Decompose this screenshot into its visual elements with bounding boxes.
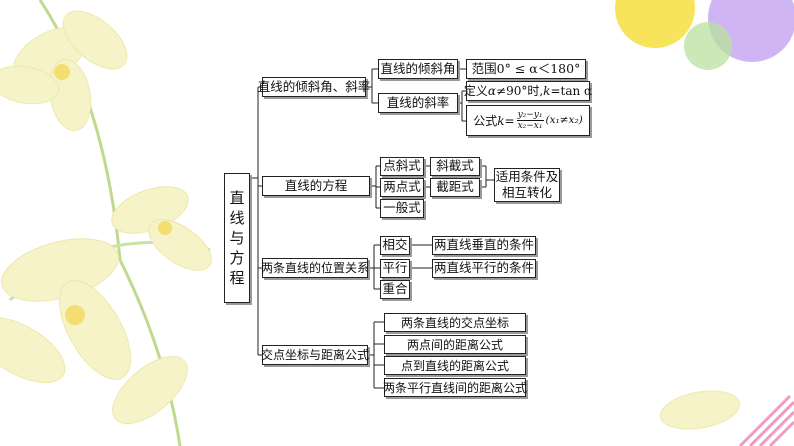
root-char: 线: [229, 209, 245, 227]
node-two-point-distance: 两点间的距离公式: [384, 335, 526, 354]
node-parallel-condition: 两直线平行的条件: [432, 259, 536, 278]
node-positional-relations: 两条直线的位置关系: [261, 258, 369, 278]
node-line-equations: 直线的方程: [262, 176, 370, 196]
node-intercept-form: 截距式: [430, 178, 480, 197]
node-slope-formula: 公式 k = y₂−y₁ x₂−x₁ (x₁≠x₂): [466, 105, 590, 136]
node-coincident: 重合: [380, 280, 410, 299]
node-inclination-angle: 直线的倾斜角: [378, 59, 458, 79]
fraction-numerator: y₂−y₁: [516, 110, 544, 121]
node-two-point-form: 两点式: [380, 178, 424, 197]
node-parallel-lines-distance: 两条平行直线间的距离公式: [383, 378, 527, 397]
alpha-symbol: α: [487, 84, 497, 98]
definition-condition: ≠90°时,: [496, 84, 544, 98]
formula-equals: =: [504, 113, 515, 128]
node-inclination-slope: 直线的倾斜角、斜率: [258, 77, 370, 97]
definition-prefix: 定义: [463, 84, 488, 98]
node-conditions-conversion: 适用条件及 相互转化: [494, 168, 560, 202]
note-line: 相互转化: [501, 185, 552, 200]
slope-fraction: y₂−y₁ x₂−x₁: [516, 110, 544, 131]
formula-prefix: 公式: [473, 113, 498, 128]
green-circle-decoration: [684, 22, 732, 70]
node-slope-definition: 定义 α ≠90°时, k =tan α: [463, 81, 593, 101]
root-char: 直: [229, 189, 245, 207]
yellow-circle-decoration: [615, 0, 695, 48]
definition-value: =tan α: [550, 84, 593, 98]
formula-condition: (x₁≠x₂): [545, 114, 583, 127]
root-char: 方: [229, 249, 245, 267]
node-slope: 直线的斜率: [378, 93, 458, 113]
node-point-slope-form: 点斜式: [380, 157, 424, 176]
flower-decoration: [0, 0, 741, 446]
root-char: 与: [229, 229, 245, 247]
root-char: 程: [229, 269, 245, 287]
node-intersection-distance: 交点坐标与距离公式: [261, 345, 369, 365]
node-perpendicular-condition: 两直线垂直的条件: [432, 236, 536, 255]
node-slope-intercept-form: 斜截式: [430, 157, 480, 176]
stripe-decoration: [738, 394, 794, 446]
node-angle-range: 范围0° ≤ α＜180°: [466, 59, 586, 79]
node-point-line-distance: 点到直线的距离公式: [384, 356, 526, 375]
formula-k: k: [497, 113, 505, 128]
node-parallel: 平行: [380, 259, 410, 278]
fraction-denominator: x₂−x₁: [517, 121, 543, 131]
node-intersection-coordinates: 两条直线的交点坐标: [384, 313, 526, 332]
note-line: 适用条件及: [495, 169, 559, 184]
node-intersecting: 相交: [380, 236, 410, 255]
root-node: 直 线 与 方 程: [224, 173, 250, 303]
node-general-form: 一般式: [380, 199, 424, 218]
k-symbol: k: [543, 84, 551, 98]
